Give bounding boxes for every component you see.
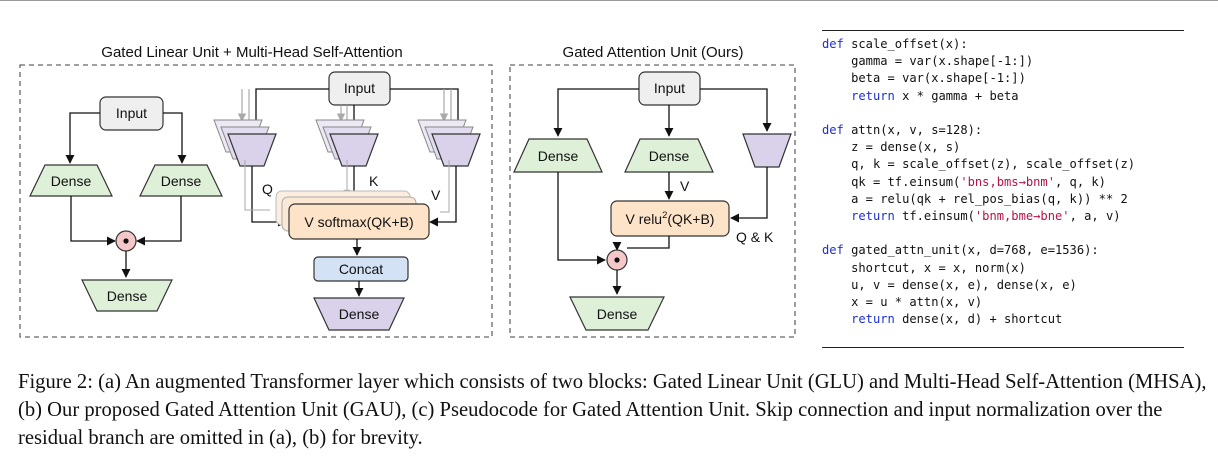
glu-dense-left-label: Dense	[51, 173, 92, 189]
code-top-rule	[822, 30, 1184, 31]
glu-dense-right: Dense	[139, 164, 223, 197]
gau-shared-projection	[742, 133, 792, 168]
code-token: beta = var(x.shape[-1:])	[822, 71, 1026, 86]
code-token: x * gamma + beta	[894, 88, 1019, 103]
glu-dense-bottom-label: Dense	[107, 288, 148, 304]
glu-dense-right-label: Dense	[161, 173, 202, 189]
mhsa-input-box: Input	[328, 71, 391, 106]
code-line: def attn(x, v, s=128):	[822, 122, 1135, 139]
code-line: a = relu(qk + rel_pos_bias(q, k)) ** 2	[822, 191, 1135, 208]
code-token: q, k = scale_offset(z), scale_offset(z)	[822, 157, 1136, 172]
code-token: gated_attn_unit(x, d=768, e=1536):	[843, 243, 1099, 258]
code-line	[822, 225, 1135, 242]
glu-input-label: Input	[116, 105, 147, 121]
pseudocode-panel: def scale_offset(x): gamma = var(x.shape…	[822, 30, 1184, 348]
code-line: shortcut, x = x, norm(x)	[822, 260, 1135, 277]
code-keyword: return	[851, 209, 895, 224]
code-token: , q, k)	[1055, 174, 1106, 189]
architecture-diagram: Gated Linear Unit + Multi-Head Self-Atte…	[19, 44, 796, 338]
svg-text:V relu2(QK+B): V relu2(QK+B)	[626, 210, 715, 227]
v-label: V	[431, 187, 441, 203]
glu-dense-left: Dense	[29, 164, 113, 197]
code-string: 'bnm,bme→bne'	[974, 209, 1070, 224]
code-token: attn(x, v, s=128):	[843, 123, 983, 138]
mhsa-dense-output: Dense	[313, 297, 405, 331]
query-projection-stack	[213, 119, 277, 167]
code-token	[822, 89, 851, 103]
code-string: 'bns,bms→bnm'	[960, 174, 1055, 189]
code-line: u, v = dense(x, e), dense(x, e)	[822, 277, 1135, 294]
glu-dense-bottom: Dense	[81, 279, 173, 312]
code-token: gamma = var(x.shape[-1:])	[822, 54, 1034, 69]
panel-b-title: Gated Attention Unit (Ours)	[563, 44, 744, 61]
code-line: return dense(x, d) + shortcut	[822, 311, 1135, 328]
gau-dense-left-label: Dense	[538, 148, 579, 164]
code-line: beta = var(x.shape[-1:])	[822, 70, 1135, 87]
code-line: return x * gamma + beta	[822, 88, 1135, 105]
relu-attention-main: V relu	[626, 211, 663, 227]
gau-input-box: Input	[638, 71, 701, 106]
gau-dense-mid-label: Dense	[649, 148, 690, 164]
gau-dense-output: Dense	[569, 296, 665, 331]
softmax-attention-block: V softmax(QK+B)	[275, 190, 430, 240]
code-token: , a, v)	[1069, 209, 1121, 224]
code-line: def gated_attn_unit(x, d=768, e=1536):	[822, 242, 1135, 259]
code-token: x = u * attn(x, v)	[822, 295, 983, 310]
code-keyword: def	[822, 123, 844, 138]
concat-block: Concat	[313, 256, 409, 282]
code-keyword: def	[822, 243, 844, 258]
code-line: q, k = scale_offset(z), scale_offset(z)	[822, 156, 1135, 173]
code-token: z = dense(x, s)	[822, 140, 961, 155]
code-line: def scale_offset(x):	[822, 36, 1135, 53]
code-token: scale_offset(x):	[843, 37, 968, 51]
code-token	[822, 209, 851, 223]
gau-input-label: Input	[654, 80, 685, 96]
pseudocode: def scale_offset(x): gamma = var(x.shape…	[822, 36, 1135, 328]
glu-input-box: Input	[99, 96, 164, 131]
code-bottom-rule	[822, 347, 1184, 348]
key-projection-stack	[315, 119, 379, 167]
code-token: shortcut, x = x, norm(x)	[822, 260, 1026, 275]
q-label: Q	[262, 181, 273, 197]
code-token: u, v = dense(x, e), dense(x, e)	[822, 277, 1077, 292]
top-rule	[0, 0, 1218, 1]
code-keyword: def	[822, 37, 844, 51]
relu-attention-tail: (QK+B)	[667, 211, 714, 227]
gau-qk-label: Q & K	[736, 229, 774, 245]
softmax-attention-label: V softmax(QK+B)	[304, 214, 413, 230]
gau-dense-mid: Dense	[624, 138, 714, 173]
code-line: gamma = var(x.shape[-1:])	[822, 53, 1135, 70]
code-keyword: return	[851, 88, 895, 103]
figure-caption: Figure 2: (a) An augmented Transformer l…	[18, 371, 1207, 449]
k-label: K	[369, 173, 379, 189]
relu-attention-square: 2	[662, 210, 667, 221]
panel-a-title: Gated Linear Unit + Multi-Head Self-Atte…	[101, 44, 402, 61]
mhsa-dense-output-label: Dense	[339, 306, 380, 322]
concat-label: Concat	[339, 261, 383, 277]
code-token: tf.einsum(	[894, 209, 975, 224]
gau-v-label: V	[680, 178, 690, 194]
gau-gate-multiply	[606, 249, 628, 271]
mhsa-input-label: Input	[344, 80, 375, 96]
code-line: x = u * attn(x, v)	[822, 294, 1135, 311]
code-keyword: return	[851, 312, 895, 327]
code-token: dense(x, d) + shortcut	[894, 312, 1063, 327]
code-token: qk = tf.einsum(	[822, 174, 961, 189]
code-token: a = relu(qk + rel_pos_bias(q, k)) ** 2	[822, 191, 1128, 206]
code-line: z = dense(x, s)	[822, 139, 1135, 156]
code-line	[822, 105, 1135, 122]
panel-a-frame	[19, 64, 493, 338]
relu-attention-block: V relu2(QK+B)	[610, 200, 730, 237]
code-line: return tf.einsum('bnm,bme→bne', a, v)	[822, 208, 1135, 225]
code-line: qk = tf.einsum('bns,bms→bnm', q, k)	[822, 174, 1135, 191]
value-projection-stack	[417, 119, 481, 167]
gau-dense-left: Dense	[513, 138, 603, 173]
glu-gate-multiply	[115, 230, 137, 252]
gau-dense-output-label: Dense	[597, 306, 638, 322]
code-token	[822, 312, 851, 326]
